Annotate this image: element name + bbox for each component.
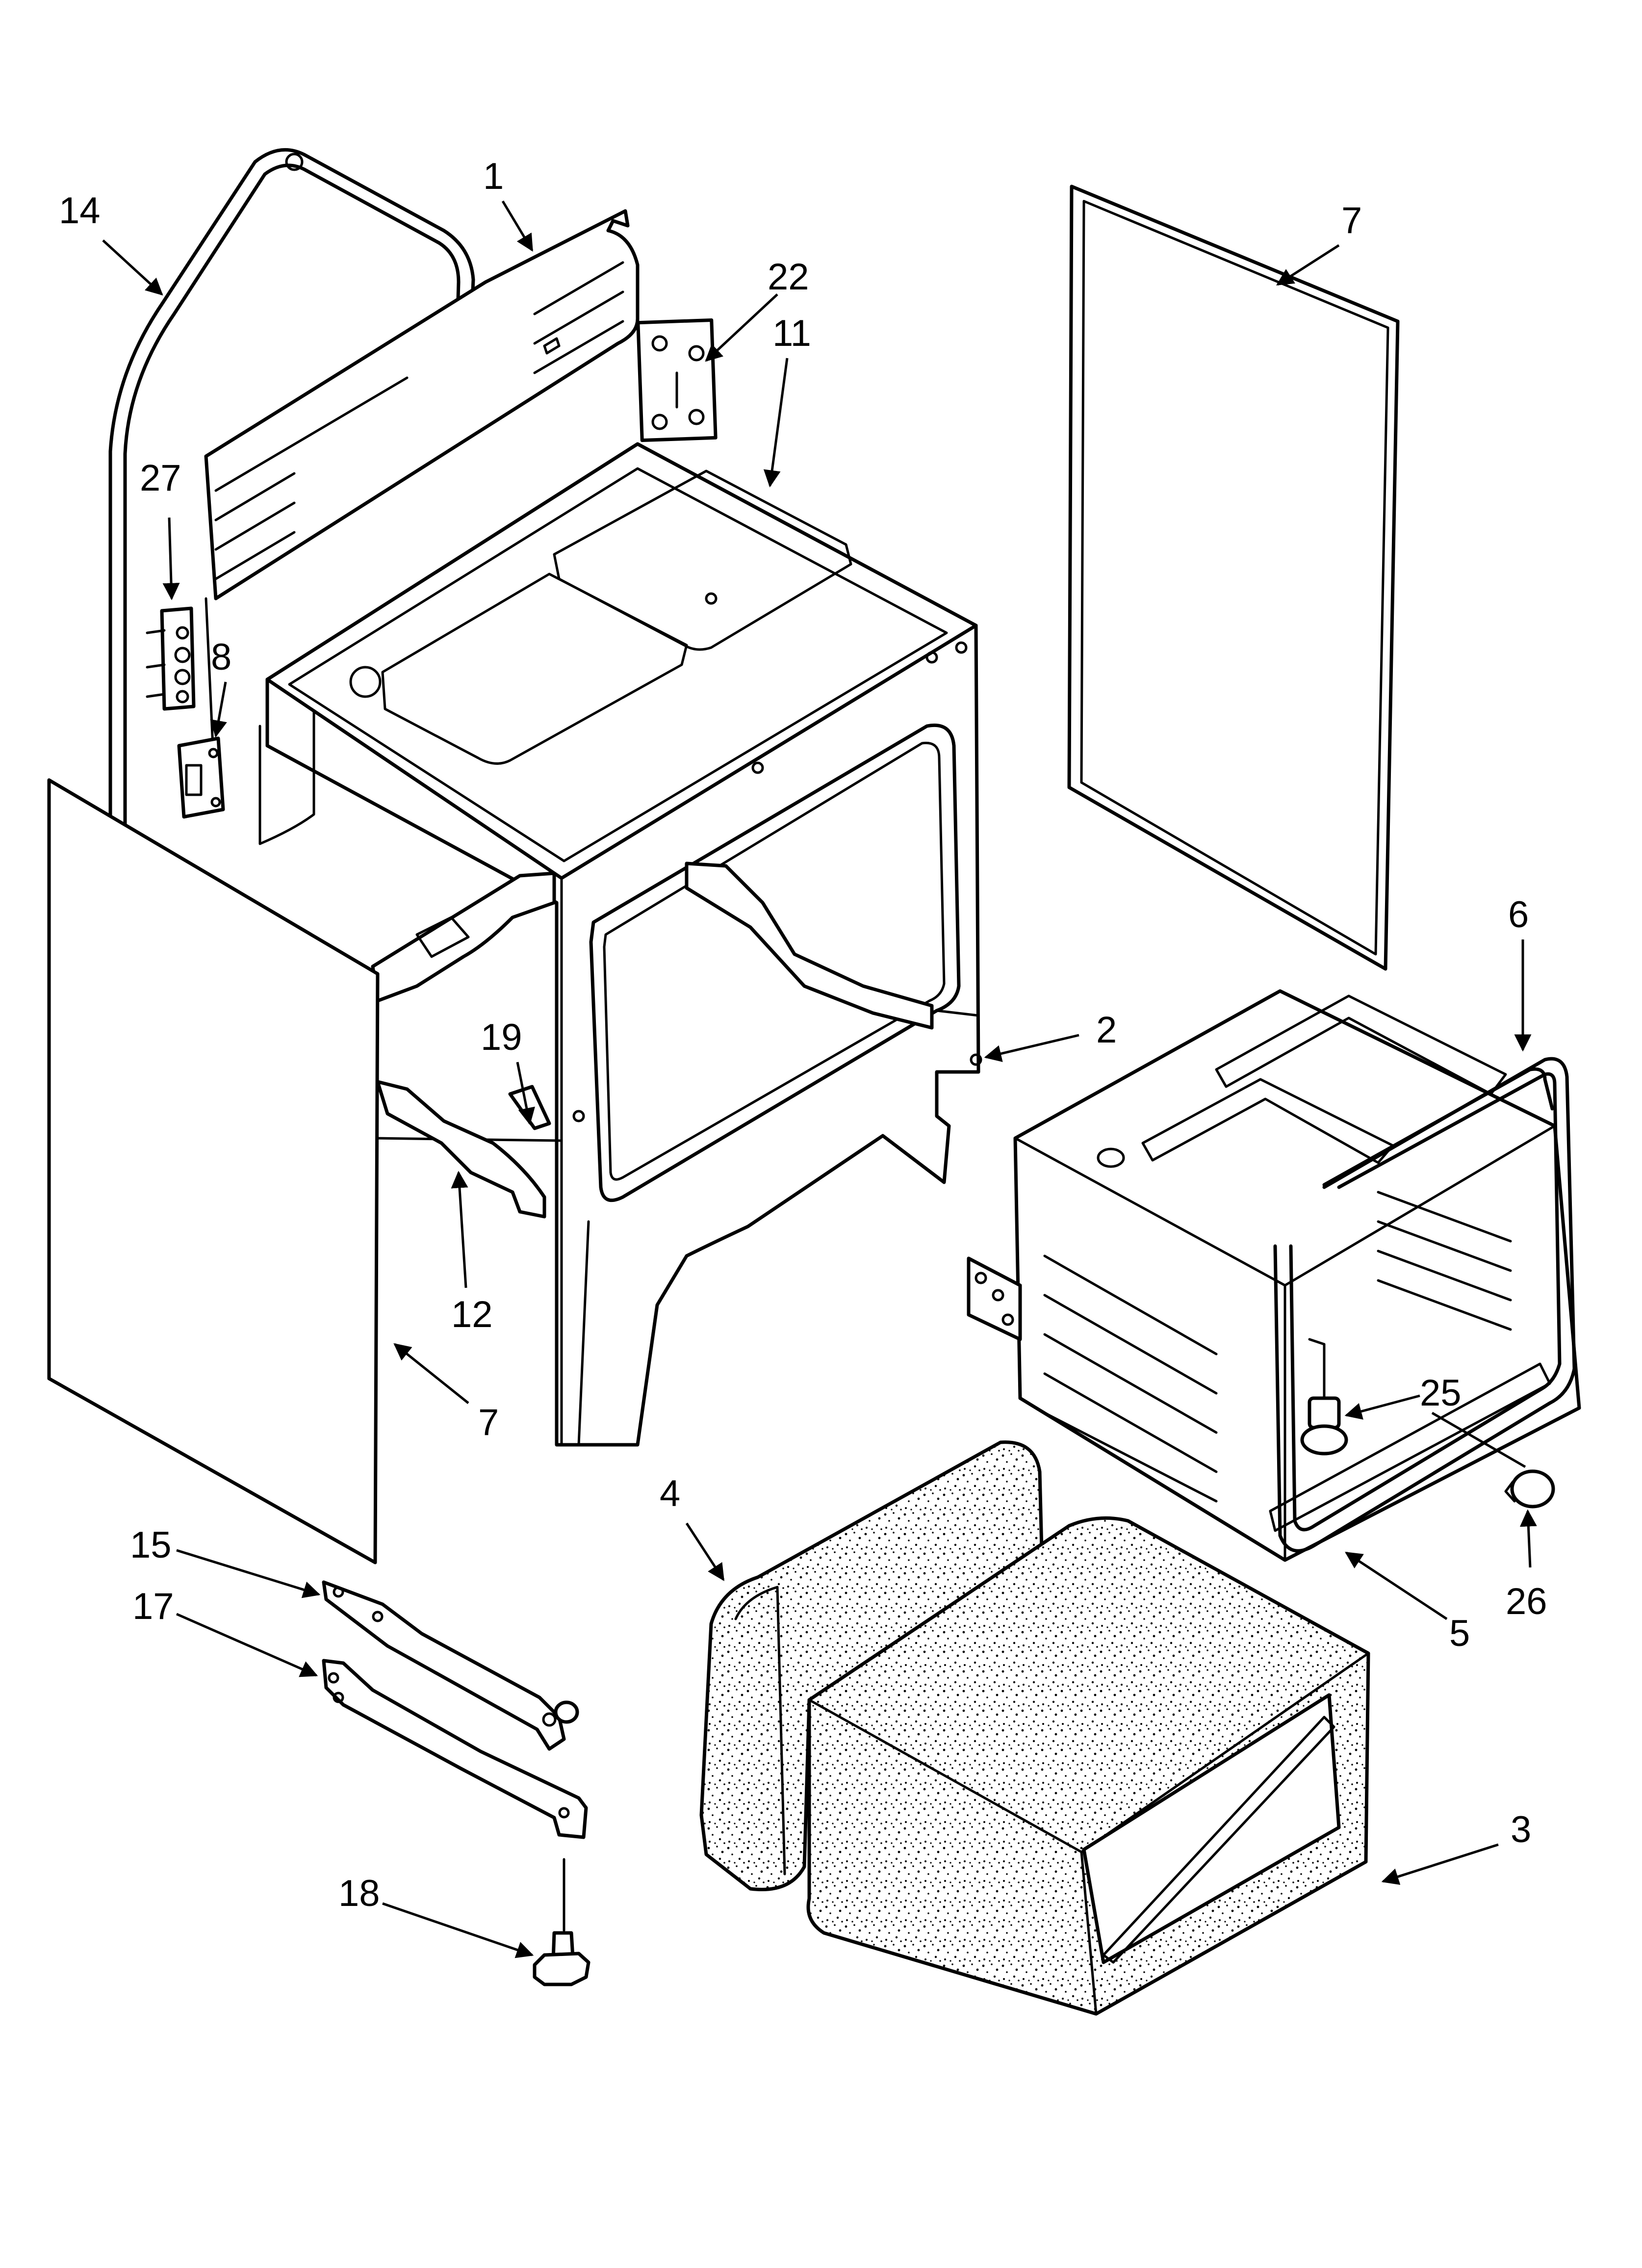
callout-7a: 7 xyxy=(1341,200,1362,241)
callout-1: 1 xyxy=(483,156,504,197)
callout-6: 6 xyxy=(1508,894,1529,936)
terminal-block xyxy=(146,606,196,711)
callout-19: 19 xyxy=(481,1017,522,1058)
switch xyxy=(177,736,225,819)
cabinet-frame xyxy=(265,442,982,1447)
callout-26: 26 xyxy=(1506,1581,1547,1622)
oven-liner xyxy=(967,989,1581,1562)
callout-labels: 1 2 3 4 5 6 7 7 8 11 12 14 15 17 18 19 2… xyxy=(59,156,1547,1914)
rail-bracket-17 xyxy=(322,1659,588,1839)
insulation-blanket-3 xyxy=(806,1516,1370,2016)
callout-25: 25 xyxy=(1420,1372,1462,1414)
leader-lines xyxy=(102,200,1537,1958)
rail-bracket-15 xyxy=(322,1580,579,1751)
callout-2: 2 xyxy=(1096,1009,1117,1051)
broil-element xyxy=(1273,1057,1576,1553)
callout-4: 4 xyxy=(660,1473,680,1514)
callout-7b: 7 xyxy=(478,1402,499,1443)
callout-27: 27 xyxy=(140,457,181,499)
rear-panel xyxy=(204,209,640,600)
callout-3: 3 xyxy=(1511,1809,1531,1851)
callout-8: 8 xyxy=(211,636,231,678)
callout-17: 17 xyxy=(132,1586,174,1627)
element-coils xyxy=(1377,1191,1512,1331)
side-panel-left xyxy=(47,778,380,1564)
callout-12: 12 xyxy=(451,1294,493,1335)
leveling-leg xyxy=(533,1858,590,1986)
hinge-bracket xyxy=(636,318,718,443)
callout-15: 15 xyxy=(130,1524,172,1566)
light-socket xyxy=(1300,1338,1348,1456)
side-panel-right xyxy=(1067,184,1400,971)
callout-18: 18 xyxy=(338,1873,380,1914)
callout-11: 11 xyxy=(772,313,811,354)
rear-vents xyxy=(214,261,624,580)
callout-14: 14 xyxy=(59,190,101,232)
liner-rack-ribs xyxy=(1043,1254,1218,1503)
callout-22: 22 xyxy=(768,256,809,298)
callout-5: 5 xyxy=(1449,1613,1470,1654)
side-trim-rod xyxy=(108,148,475,834)
lamp-lens xyxy=(1504,1469,1555,1509)
